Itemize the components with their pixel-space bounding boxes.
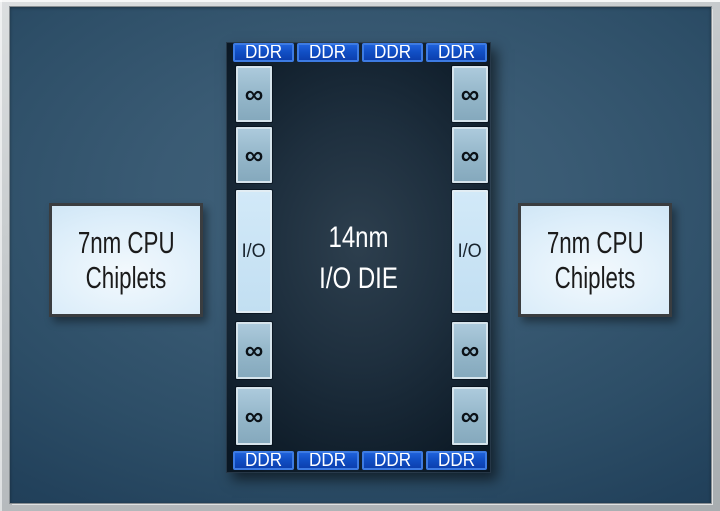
die-label-line2: I/O DIE (319, 262, 398, 295)
ddr-row-top: DDR DDR DDR DDR (233, 43, 487, 62)
infinity-fabric-link: ∞ (452, 127, 488, 183)
ddr-chip: DDR (361, 451, 423, 470)
left-link-column: ∞ ∞ I/O ∞ ∞ (236, 42, 272, 473)
infinity-fabric-link: ∞ (452, 322, 488, 379)
ddr-chip: DDR (297, 451, 359, 470)
infinity-fabric-link: ∞ (452, 387, 488, 445)
right-cpu-chiplets-box: 7nm CPU Chiplets (518, 203, 672, 317)
die-label: 14nm I/O DIE (226, 217, 491, 299)
infinity-fabric-link: ∞ (236, 66, 272, 122)
infinity-fabric-link: ∞ (452, 66, 488, 122)
io-link: I/O (452, 190, 488, 313)
ddr-chip: DDR (361, 43, 423, 62)
ddr-chip: DDR (425, 43, 487, 62)
infinity-fabric-link: ∞ (236, 322, 272, 379)
left-chiplet-label-line2: Chiplets (85, 260, 167, 295)
io-die-block: DDR DDR DDR DDR ∞ ∞ I/O ∞ ∞ ∞ ∞ I/O ∞ ∞ … (226, 42, 491, 473)
right-chiplet-label-line1: 7nm CPU (546, 225, 644, 260)
right-link-column: ∞ ∞ I/O ∞ ∞ (452, 42, 488, 473)
right-chiplet-label-line2: Chiplets (554, 260, 636, 295)
ddr-chip: DDR (297, 43, 359, 62)
left-chiplet-label-line1: 7nm CPU (77, 225, 175, 260)
infinity-fabric-link: ∞ (236, 387, 272, 445)
left-cpu-chiplets-box: 7nm CPU Chiplets (49, 203, 203, 317)
die-label-line1: 14nm (328, 221, 389, 254)
io-link: I/O (236, 190, 272, 313)
ddr-chip: DDR (425, 451, 487, 470)
infinity-fabric-link: ∞ (236, 127, 272, 183)
ddr-chip: DDR (233, 43, 295, 62)
ddr-row-bottom: DDR DDR DDR DDR (233, 451, 487, 470)
ddr-chip: DDR (233, 451, 295, 470)
